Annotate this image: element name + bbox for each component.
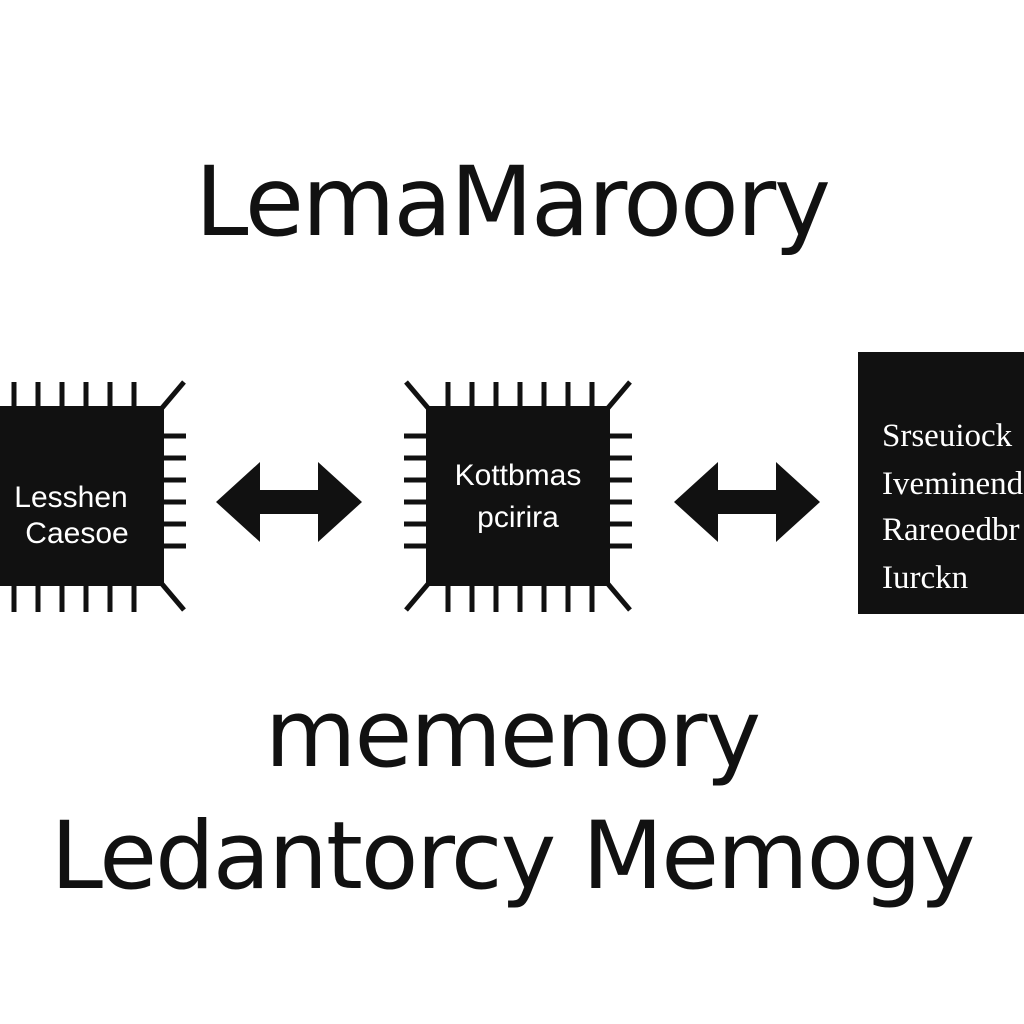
chip-left-label-1: Lesshen [14, 481, 128, 514]
chip-middle: Kottbmas pcirira [402, 378, 634, 614]
double-arrow-icon [216, 462, 362, 542]
double-arrow-icon [674, 462, 820, 542]
chip-middle-label-1: Kottbmas [454, 459, 582, 492]
text-box-node: Srseuiock Iveminend Rareoedbr Iurckn [858, 352, 1024, 614]
diagram-title: LemaMaroory [195, 146, 831, 258]
text-box-line-3: Rareoedbr [882, 512, 1020, 548]
chip-left-label-2: Caesoe [25, 517, 129, 550]
text-box-line-1: Srseuiock [882, 418, 1013, 454]
footer-line-2: Ledantorcy Memogy [50, 802, 976, 911]
chip-left: Lesshen Caesoe [0, 378, 190, 614]
bidirectional-arrow-1 [216, 462, 362, 542]
text-box-line-4: Iurckn [882, 560, 969, 596]
text-box-line-2: Iveminend [882, 466, 1024, 502]
bidirectional-arrow-2 [674, 462, 820, 542]
chip-left-graphic [0, 380, 186, 612]
footer-line-1: memenory [264, 680, 761, 789]
chip-middle-label-2: pcirira [477, 501, 559, 534]
chip-middle-graphic [404, 380, 632, 612]
